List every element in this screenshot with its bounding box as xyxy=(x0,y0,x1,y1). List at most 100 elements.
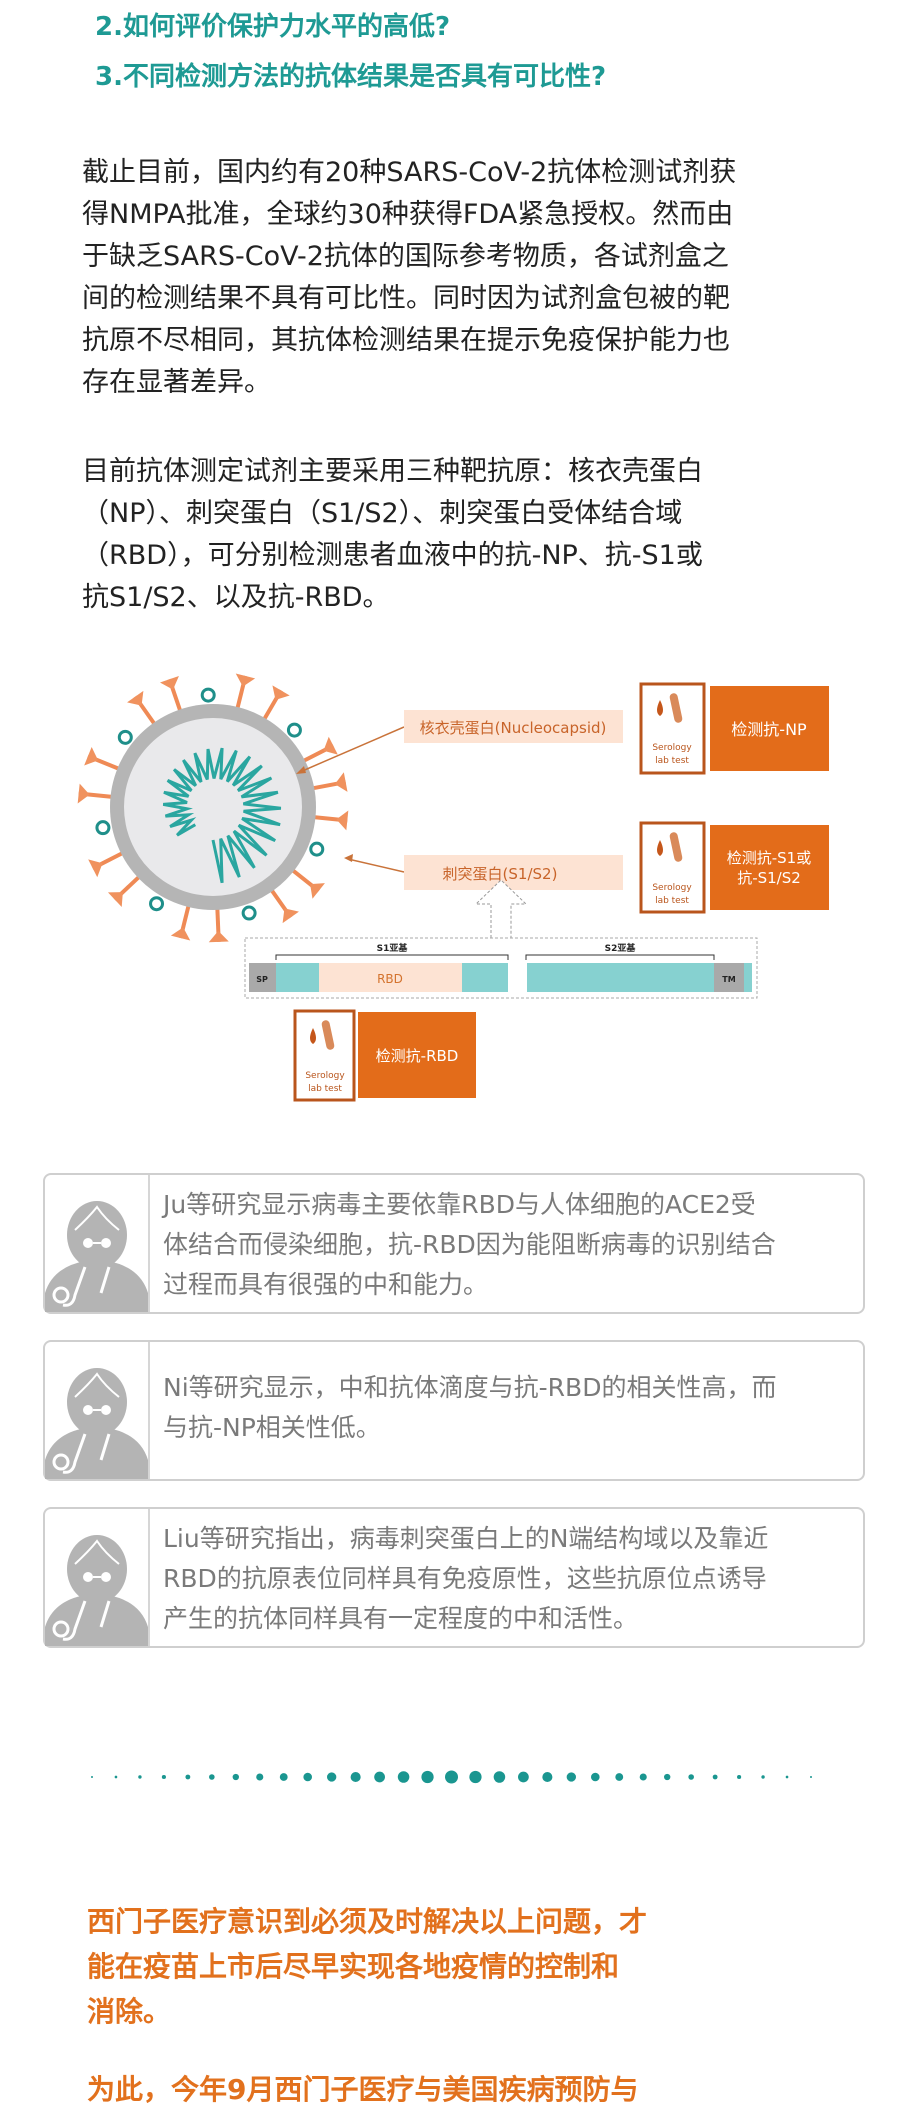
divider-dot xyxy=(114,1775,118,1779)
serology-text: Serology xyxy=(652,743,692,753)
blood-drop-icon xyxy=(310,1028,316,1044)
text-line: Ni等研究显示，中和抗体滴度与抗-RBD的相关性高，而 xyxy=(163,1373,777,1402)
text-line: Liu等研究指出，病毒刺突蛋白上的N端结构域以及靠近 xyxy=(163,1524,769,1553)
text-line: 能在疫苗上市后尽早实现各地疫情的控制和 xyxy=(87,1950,620,1983)
divider-dot xyxy=(566,1772,576,1782)
spike-head-icon xyxy=(127,690,144,706)
detect-box xyxy=(710,825,829,910)
text-line: （RBD），可分别检测患者血液中的抗-NP、抗-S1或 xyxy=(82,540,703,571)
text-line: 消除。 xyxy=(87,1995,172,2028)
dotted-divider xyxy=(91,1770,812,1784)
text-line: 截止目前，国内约有20种SARS-CoV-2抗体检测试剂获 xyxy=(82,157,737,188)
up-arrow-icon xyxy=(474,879,528,938)
virus-illustration xyxy=(77,673,349,943)
tail-segment xyxy=(744,963,752,992)
tm-label: TM xyxy=(722,975,735,984)
question-2: 2.如何评价保护力水平的高低? xyxy=(95,12,451,42)
lab-test-np: Serology lab test 检测抗-NP xyxy=(639,682,829,775)
spike-head-icon xyxy=(159,675,179,690)
study-card-ju: Ju等研究显示病毒主要依靠RBD与人体细胞的ACE2受 体结合而侵染细胞，抗-R… xyxy=(43,1173,865,1314)
lab-test-text: lab test xyxy=(308,1084,342,1094)
divider-dot xyxy=(785,1775,789,1779)
lab-test-text: lab test xyxy=(655,896,689,906)
divider-dot xyxy=(161,1774,166,1780)
spike-head-icon xyxy=(235,673,256,687)
text-line: RBD的抗原表位同样具有免疫原性，这些抗原位点诱导 xyxy=(163,1564,767,1593)
s1-bracket xyxy=(275,954,509,960)
s2-subunit-label: S2亚基 xyxy=(605,942,637,954)
lab-test-text: lab test xyxy=(655,756,689,766)
sp-segment xyxy=(249,963,276,992)
divider-dot xyxy=(445,1770,458,1784)
text-line: 过程而具有很强的中和能力。 xyxy=(163,1270,489,1299)
text-line: 产生的抗体同样具有一定程度的中和活性。 xyxy=(163,1604,639,1633)
virus-interior xyxy=(124,718,302,896)
rbd-label: RBD xyxy=(377,972,403,986)
s1-segment xyxy=(462,963,508,992)
spike-pointer-line xyxy=(347,858,405,873)
divider-dot xyxy=(688,1774,694,1780)
np-label-box xyxy=(404,710,623,743)
text-line: 体结合而侵染细胞，抗-RBD因为能阻断病毒的识别结合 xyxy=(163,1230,776,1259)
detect-np-label: 检测抗-NP xyxy=(731,720,807,739)
spike-arrowhead xyxy=(344,854,353,862)
spike-head-icon xyxy=(84,746,99,766)
divider-dot xyxy=(493,1771,506,1783)
next-paragraph-partial: 为此，今年9月西门子医疗与美国疾病预防与 xyxy=(87,2073,639,2106)
np-label: 核衣壳蛋白(Nucleocapsid) xyxy=(420,719,607,737)
spike-head-icon xyxy=(336,810,349,831)
membrane-protein-icon xyxy=(200,687,216,703)
detect-box xyxy=(710,686,829,771)
spike-head-icon xyxy=(208,930,229,943)
spike-head-icon xyxy=(272,685,290,700)
divider-dot xyxy=(256,1773,264,1781)
divider-dot xyxy=(209,1774,215,1780)
divider-dot xyxy=(542,1771,553,1783)
lab-test-rbd: Serology lab test 检测抗-RBD xyxy=(293,1009,476,1102)
s2-bracket xyxy=(525,954,715,960)
divider-dot xyxy=(303,1772,312,1782)
question-3: 3.不同检测方法的抗体结果是否具有可比性? xyxy=(95,62,607,92)
serology-text: Serology xyxy=(652,883,692,893)
spike-head-icon xyxy=(88,859,103,878)
np-pointer-line xyxy=(299,726,405,773)
divider-dot xyxy=(639,1773,647,1781)
divider-dot xyxy=(737,1774,742,1780)
text-line: 西门子医疗意识到必须及时解决以上问题，才 xyxy=(87,1905,648,1938)
blood-drop-icon xyxy=(657,700,663,716)
membrane-protein-icon xyxy=(309,841,325,857)
divider-dot xyxy=(279,1773,288,1781)
divider-dot xyxy=(615,1773,624,1781)
tm-segment xyxy=(714,963,744,992)
blood-drop-icon xyxy=(657,840,663,856)
membrane-protein-icon xyxy=(149,896,165,912)
detect-s1-label: 检测抗-S1或 xyxy=(727,849,811,867)
text-line: Ju等研究显示病毒主要依靠RBD与人体细胞的ACE2受 xyxy=(163,1190,756,1219)
divider-dot xyxy=(712,1774,718,1780)
divider-dot xyxy=(397,1771,410,1783)
text-line: （NP）、刺突蛋白（S1/S2）、刺突蛋白受体结合域 xyxy=(82,498,683,529)
membrane-protein-icon xyxy=(241,905,257,921)
s1-segment xyxy=(276,963,319,992)
text-line: 存在显著差异。 xyxy=(82,367,271,398)
divider-dot xyxy=(185,1774,191,1780)
spike-head-icon xyxy=(310,883,325,899)
study-card-liu: Liu等研究指出，病毒刺突蛋白上的N端结构域以及靠近 RBD的抗原表位同样具有免… xyxy=(43,1507,865,1648)
rbd-segment xyxy=(319,963,462,992)
s2-segment xyxy=(527,963,714,992)
divider-dot xyxy=(591,1772,600,1782)
spike-head-icon xyxy=(77,783,90,804)
text-line: 目前抗体测定试剂主要采用三种靶抗原：核衣壳蛋白 xyxy=(82,456,703,487)
study-card-ni: Ni等研究显示，中和抗体滴度与抗-RBD的相关性高，而 与抗-NP相关性低。 xyxy=(43,1340,865,1481)
divider-dot xyxy=(374,1771,385,1783)
text-line: 间的检测结果不具有可比性。同时因为试剂盒包被的靶 xyxy=(82,283,730,314)
doctor-figure xyxy=(45,1201,148,1312)
spike-head-icon xyxy=(323,736,338,755)
text-line: 于缺乏SARS-CoV-2抗体的国际参考物质，各试剂盒之 xyxy=(82,241,729,272)
divider-dot xyxy=(232,1773,239,1781)
doctor-figure xyxy=(45,1535,148,1646)
membrane-protein-icon xyxy=(286,722,302,738)
sp-label: SP xyxy=(256,975,268,984)
text-line: 抗S1/S2、以及抗-RBD。 xyxy=(82,582,390,613)
test-tube-icon xyxy=(321,1020,335,1050)
